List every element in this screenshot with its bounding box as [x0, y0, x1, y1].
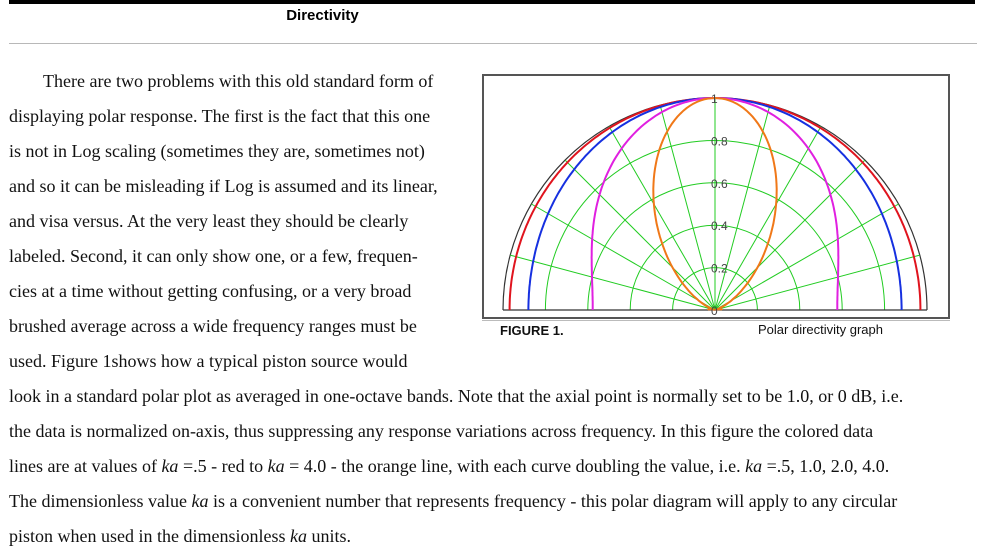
grid-spoke	[531, 203, 716, 311]
grid-spoke	[714, 159, 866, 311]
grid-spoke	[659, 105, 716, 311]
grid-spoke	[714, 203, 899, 311]
grid-spoke	[714, 254, 920, 311]
grid-spoke	[564, 159, 716, 311]
ka-term: ka	[745, 456, 763, 476]
text-run: units.	[306, 526, 351, 546]
r-tick-label: 0	[711, 304, 718, 317]
ka-term: ka	[161, 456, 179, 476]
figure-description: Polar directivity graph	[758, 322, 883, 337]
grid-spoke	[608, 126, 716, 311]
paragraph-line: used. Figure 1shows how a typical piston…	[9, 351, 408, 371]
paragraph-line: labeled. Second, it can only show one, o…	[9, 246, 418, 266]
text-run: The dimensionless value	[9, 491, 192, 511]
paragraph-line: cies at a time without getting confusing…	[9, 281, 412, 301]
text-run: is a convenient number that represents f…	[208, 491, 898, 511]
ka-term: ka	[267, 456, 285, 476]
text-run: piston when used in the dimensionless	[9, 526, 290, 546]
paragraph-line: displaying polar response. The first is …	[9, 106, 431, 126]
paragraph-line: The dimensionless value ka is a convenie…	[9, 484, 897, 519]
grid-spoke	[510, 254, 716, 311]
paragraph-line: brushed average across a wide frequency …	[9, 316, 417, 336]
figure-label: FIGURE 1.	[500, 323, 564, 338]
polar-figure: 0 0.2 0.4 0.6 0.8 1	[482, 74, 950, 319]
header-divider	[9, 43, 977, 44]
paragraph-line: lines are at values of ka =.5 - red to k…	[9, 449, 889, 484]
polar-directivity-chart: 0 0.2 0.4 0.6 0.8 1	[502, 92, 928, 317]
r-tick-label: 1	[711, 92, 718, 106]
grid-spoke	[714, 126, 822, 311]
paragraph-line: piston when used in the dimensionless ka…	[9, 519, 351, 554]
section-title: Directivity	[286, 7, 359, 24]
paragraph-first-line: There are two problems with this old sta…	[43, 71, 434, 91]
r-tick-label: 0.8	[711, 134, 728, 148]
ka-term: ka	[289, 526, 307, 546]
top-rule	[9, 0, 975, 4]
figure-caption-divider	[482, 320, 950, 321]
grid-spoke	[714, 105, 771, 311]
r-tick-label: 0.4	[711, 219, 728, 233]
text-run: =.5, 1.0, 2.0, 4.0.	[762, 456, 890, 476]
paragraph-line: the data is normalized on-axis, thus sup…	[9, 421, 874, 441]
paragraph-line: and visa versus. At the very least they …	[9, 211, 409, 231]
ka-term: ka	[191, 491, 209, 511]
paragraph-line: and so it can be misleading if Log is as…	[9, 176, 438, 196]
text-run: =.5 - red to	[178, 456, 268, 476]
text-run: = 4.0 - the orange line, with each curve…	[284, 456, 746, 476]
paragraph-line: is not in Log scaling (sometimes they ar…	[9, 141, 425, 161]
r-tick-label: 0.6	[711, 177, 728, 191]
series-line	[652, 96, 778, 311]
paragraph-line: look in a standard polar plot as average…	[9, 386, 904, 406]
r-tick-label: 0.2	[711, 262, 728, 276]
text-run: lines are at values of	[9, 456, 162, 476]
